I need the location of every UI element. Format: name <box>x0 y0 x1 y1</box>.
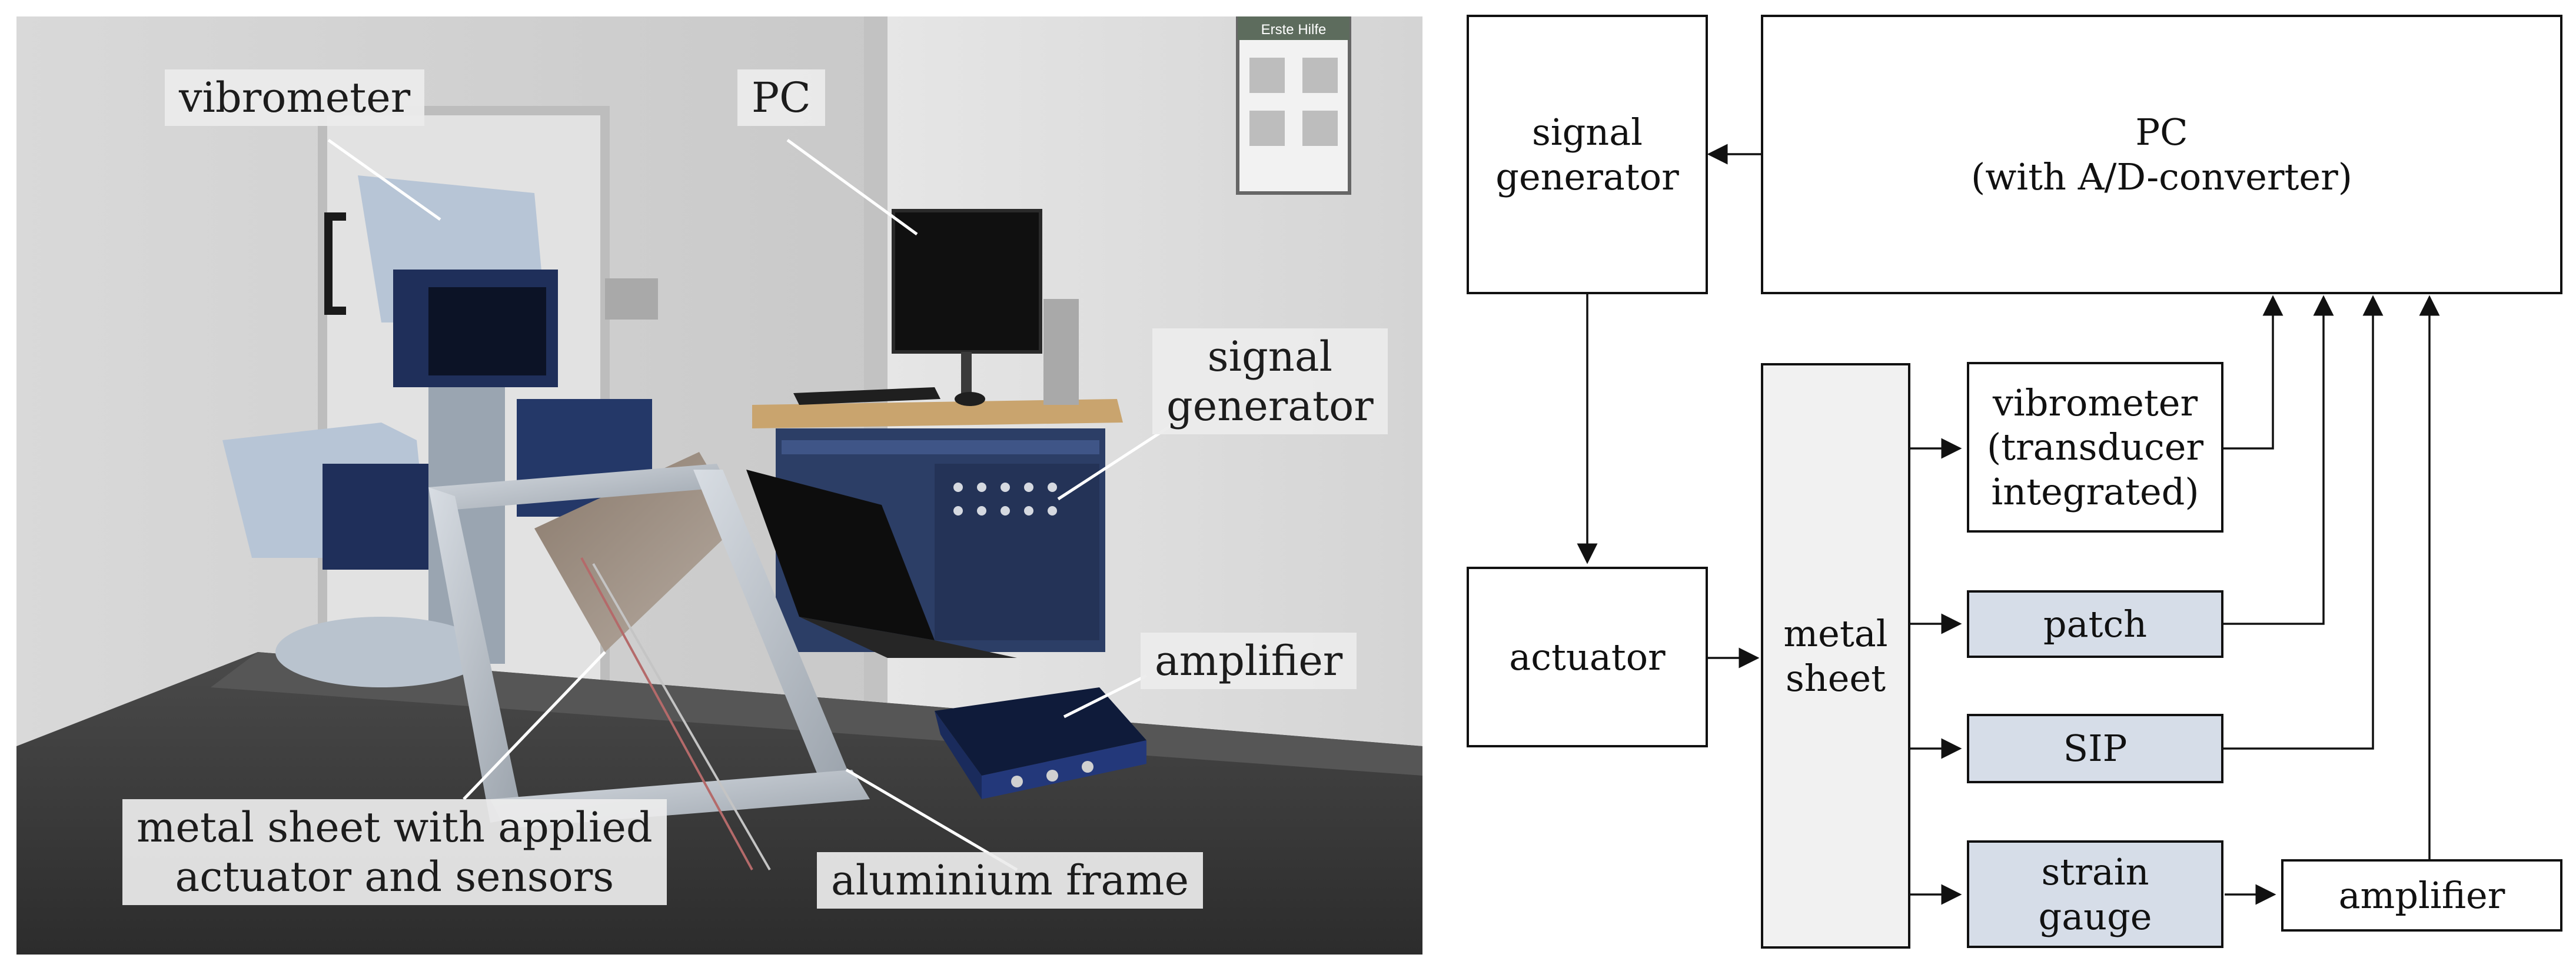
lab-setup-photo: Erste Hilfe <box>16 16 1422 955</box>
vibrometer-device <box>222 175 652 687</box>
callout-aluminium-frame: aluminium frame <box>817 852 1204 909</box>
callout-metal-sheet: metal sheet with applied actuator and se… <box>122 799 667 905</box>
first-aid-sign: Erste Hilfe <box>1236 16 1351 195</box>
block-actuator: actuator <box>1467 567 1708 747</box>
aluminium-frame-graphic <box>428 452 870 870</box>
wall-switch <box>605 278 658 320</box>
arrow-sip-to-pc <box>2223 295 2384 750</box>
block-signal-generator: signal generator <box>1467 15 1708 294</box>
block-sip: SIP <box>1967 714 2223 783</box>
mouse <box>955 392 985 406</box>
block-strain-gauge: strain gauge <box>1967 840 2223 948</box>
block-vibrometer: vibrometer (transducer integrated) <box>1967 362 2223 533</box>
metal-sheet-graphic <box>534 452 740 652</box>
callout-pc: PC <box>737 69 825 126</box>
pc-monitor <box>892 209 1079 405</box>
arrow-vibrometer-to-pc <box>2223 295 2284 450</box>
laptop <box>746 470 1017 658</box>
keyboard <box>793 387 940 405</box>
block-amplifier: amplifier <box>2281 859 2562 932</box>
block-pc: PC (with A/D-converter) <box>1761 15 2562 294</box>
callout-signal-generator: signal generator <box>1152 328 1388 434</box>
arrow-patch-to-pc <box>2223 295 2334 625</box>
svg-text:Erste Hilfe: Erste Hilfe <box>1261 22 1327 38</box>
callout-vibrometer: vibrometer <box>165 69 425 126</box>
block-metal-sheet: metal sheet <box>1761 363 1910 949</box>
callout-amplifier: amplifier <box>1141 633 1357 689</box>
amplifier-device <box>935 687 1146 799</box>
block-patch: patch <box>1967 590 2223 658</box>
